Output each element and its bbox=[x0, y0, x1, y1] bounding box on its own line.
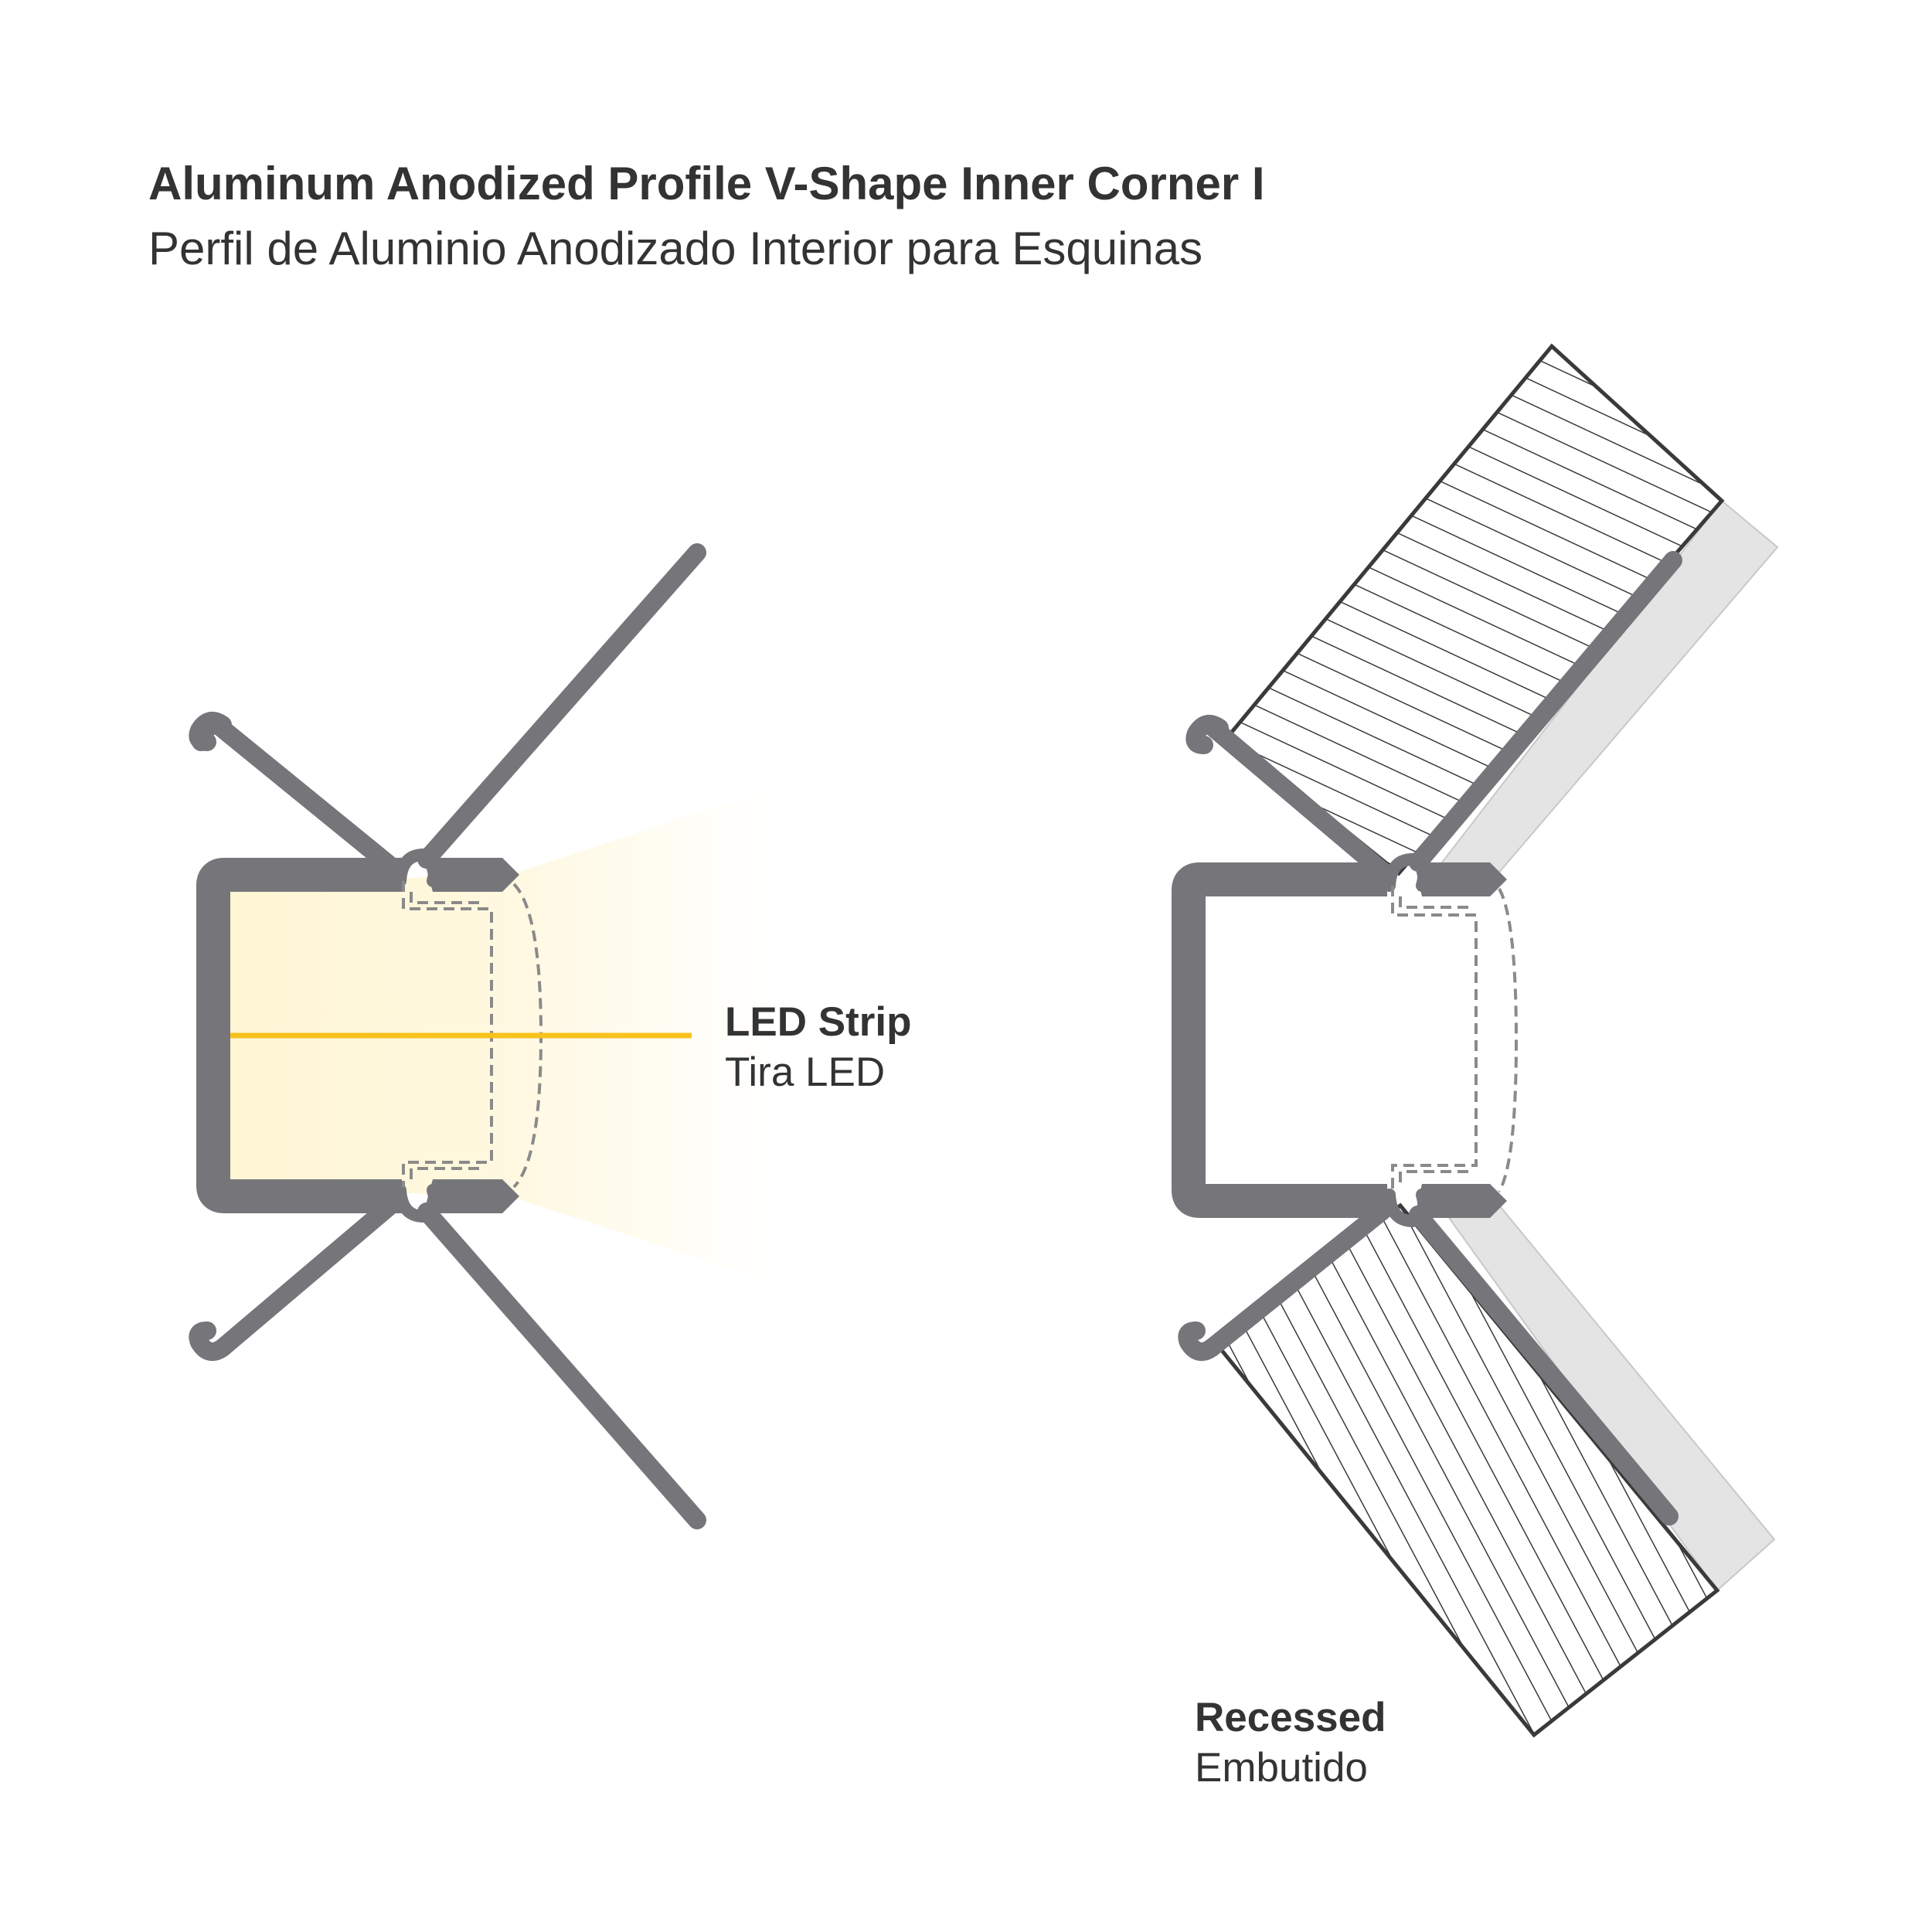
bottom-lip bbox=[423, 1179, 519, 1213]
led-strip-sublabel: Tira LED bbox=[725, 1049, 886, 1095]
top-wing-long bbox=[417, 543, 706, 869]
recessed-top-wing-outer bbox=[1202, 717, 1393, 881]
recessed-top-lip bbox=[1414, 862, 1507, 896]
recessed-profile-figure bbox=[1172, 343, 1779, 1738]
recessed-sublabel: Embutido bbox=[1195, 1745, 1368, 1791]
recessed-bottom-lip bbox=[1414, 1184, 1507, 1218]
bottom-wing-long bbox=[417, 1202, 706, 1529]
title-english: Aluminum Anodized Profile V-Shape Inner … bbox=[148, 158, 1265, 209]
top-wing-outer-curl bbox=[189, 711, 232, 751]
top-lip bbox=[423, 858, 519, 892]
title-spanish: Perfil de Aluminio Anodizado Interior pa… bbox=[148, 223, 1203, 274]
led-profile-figure bbox=[189, 543, 773, 1529]
led-strip-label: LED Strip bbox=[725, 999, 912, 1045]
profile-channel bbox=[196, 858, 402, 1213]
recessed-diffuser-inner-dash bbox=[1399, 896, 1468, 1182]
top-wing-outer bbox=[192, 713, 400, 875]
recessed-top-wing-long bbox=[1409, 551, 1682, 872]
recessed-bottom-wing-outer bbox=[1202, 1201, 1393, 1357]
recessed-bottom-wing-long bbox=[1409, 1206, 1679, 1526]
recessed-top-wing-curl bbox=[1185, 714, 1229, 754]
bottom-wing-outer bbox=[213, 1196, 400, 1357]
recessed-diffuser-outline bbox=[1391, 886, 1519, 1193]
recessed-bottom-wing-curl bbox=[1178, 1321, 1221, 1362]
diffuser-inner-dash bbox=[410, 892, 484, 1179]
bottom-wing-outer-curl bbox=[189, 1321, 232, 1362]
recessed-label: Recessed bbox=[1195, 1695, 1386, 1740]
recessed-profile-channel bbox=[1172, 862, 1387, 1218]
